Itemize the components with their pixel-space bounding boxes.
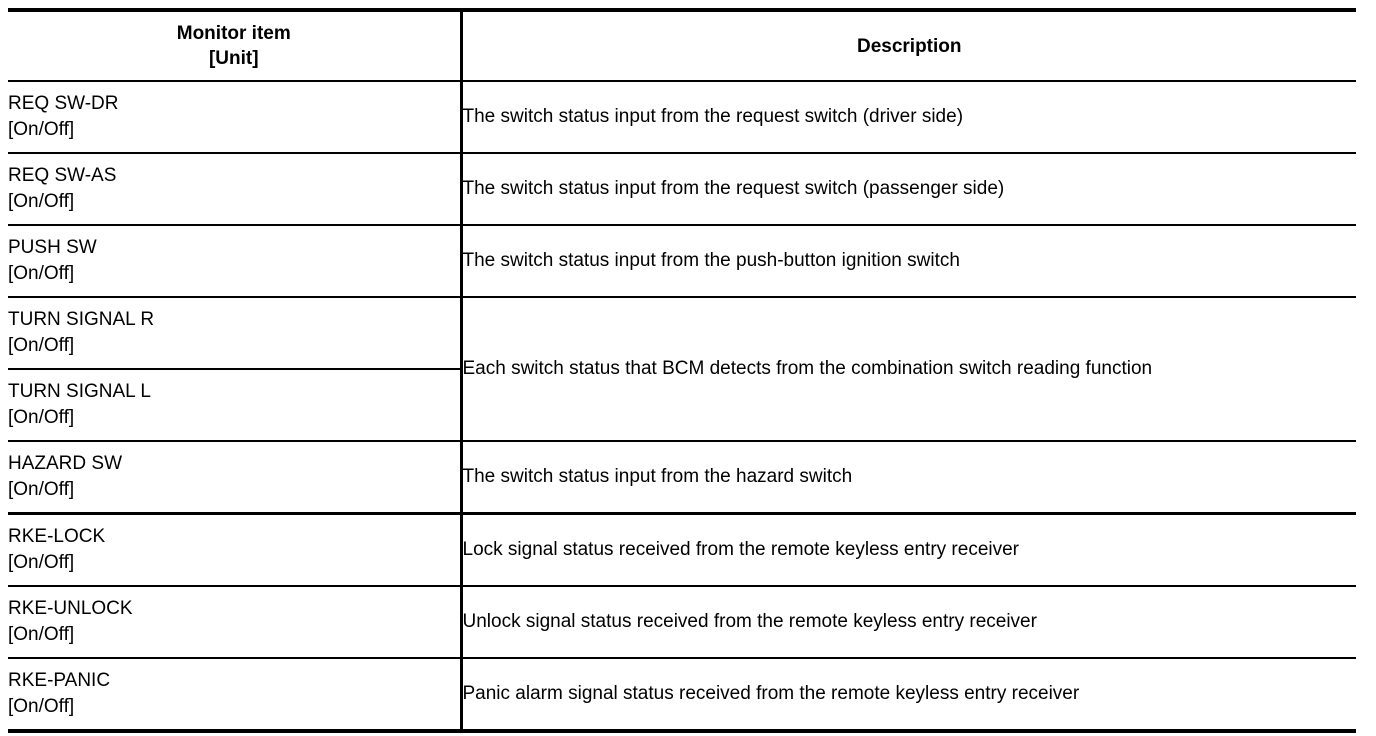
description-text: The switch status input from the hazard … <box>462 466 853 487</box>
column-header-monitor-item-label: Monitor item <box>176 23 291 44</box>
description-cell: The switch status input from the request… <box>461 81 1356 154</box>
description-text: Unlock signal status received from the r… <box>462 611 1037 632</box>
column-header-description-label: Description <box>856 35 962 57</box>
monitor-item-cell: RKE-UNLOCK [On/Off] <box>8 586 463 659</box>
column-header-monitor-item: Monitor item [Unit] <box>8 8 463 82</box>
table-row: RKE-LOCK [On/Off] Lock signal status rec… <box>8 513 1356 587</box>
monitor-item-cell: TURN SIGNAL L [On/Off] <box>8 369 463 442</box>
description-cell: The switch status input from the push-bu… <box>461 225 1356 298</box>
monitor-item-cell: TURN SIGNAL R [On/Off] <box>8 297 463 370</box>
monitor-item-unit: [On/Off] <box>8 479 75 500</box>
table-body: REQ SW-DR [On/Off] The switch status inp… <box>8 81 1356 733</box>
monitor-item-unit: [On/Off] <box>8 552 75 573</box>
monitor-item-name: RKE-LOCK <box>8 526 106 547</box>
description-cell-merged: Each switch status that BCM detects from… <box>461 297 1356 442</box>
table-row: HAZARD SW [On/Off] The switch status inp… <box>8 441 1356 515</box>
table-row: REQ SW-DR [On/Off] The switch status inp… <box>8 81 1356 154</box>
description-text: The switch status input from the request… <box>462 178 1005 199</box>
monitor-item-cell: REQ SW-AS [On/Off] <box>8 153 463 226</box>
description-text: Each switch status that BCM detects from… <box>462 358 1153 379</box>
description-cell: The switch status input from the request… <box>461 153 1356 226</box>
monitor-item-table-wrapper: Monitor item [Unit] Description REQ SW-D… <box>8 8 1356 733</box>
monitor-item-cell: REQ SW-DR [On/Off] <box>8 81 463 154</box>
description-text: Lock signal status received from the rem… <box>462 539 1020 560</box>
table-row: TURN SIGNAL L [On/Off] <box>8 369 1356 442</box>
monitor-item-cell: RKE-LOCK [On/Off] <box>8 513 463 587</box>
header-row: Monitor item [Unit] Description <box>8 8 1356 82</box>
monitor-item-cell: RKE-PANIC [On/Off] <box>8 658 463 733</box>
column-header-unit-label: [Unit] <box>208 48 259 69</box>
monitor-item-name: TURN SIGNAL L <box>8 381 151 402</box>
description-text: The switch status input from the push-bu… <box>462 250 960 271</box>
description-cell: Panic alarm signal status received from … <box>461 658 1356 733</box>
description-cell: The switch status input from the hazard … <box>461 441 1356 515</box>
monitor-item-unit: [On/Off] <box>8 191 75 212</box>
table-row: RKE-PANIC [On/Off] Panic alarm signal st… <box>8 658 1356 733</box>
table-row: TURN SIGNAL R [On/Off] Each switch statu… <box>8 297 1356 442</box>
monitor-item-table: Monitor item [Unit] Description REQ SW-D… <box>8 8 1356 733</box>
monitor-item-unit: [On/Off] <box>8 407 75 428</box>
monitor-item-name: RKE-PANIC <box>8 670 111 691</box>
monitor-item-name: PUSH SW <box>8 237 97 258</box>
table-header: Monitor item [Unit] Description <box>8 8 1356 82</box>
monitor-item-unit: [On/Off] <box>8 696 75 717</box>
monitor-item-unit: [On/Off] <box>8 119 75 140</box>
monitor-item-name: RKE-UNLOCK <box>8 598 133 619</box>
monitor-item-name: HAZARD SW <box>8 453 122 474</box>
description-cell: Lock signal status received from the rem… <box>461 513 1356 587</box>
monitor-item-unit: [On/Off] <box>8 624 75 645</box>
monitor-item-unit: [On/Off] <box>8 263 75 284</box>
description-cell: Unlock signal status received from the r… <box>461 586 1356 659</box>
table-row: RKE-UNLOCK [On/Off] Unlock signal status… <box>8 586 1356 659</box>
monitor-item-name: REQ SW-DR <box>8 93 119 114</box>
table-row: REQ SW-AS [On/Off] The switch status inp… <box>8 153 1356 226</box>
monitor-item-name: REQ SW-AS <box>8 165 117 186</box>
column-header-description: Description <box>461 8 1356 82</box>
table-row: PUSH SW [On/Off] The switch status input… <box>8 225 1356 298</box>
monitor-item-cell: PUSH SW [On/Off] <box>8 225 463 298</box>
monitor-item-unit: [On/Off] <box>8 335 75 356</box>
description-text: Panic alarm signal status received from … <box>462 683 1080 704</box>
description-text: The switch status input from the request… <box>462 106 964 127</box>
monitor-item-name: TURN SIGNAL R <box>8 309 155 330</box>
monitor-item-cell: HAZARD SW [On/Off] <box>8 441 463 515</box>
